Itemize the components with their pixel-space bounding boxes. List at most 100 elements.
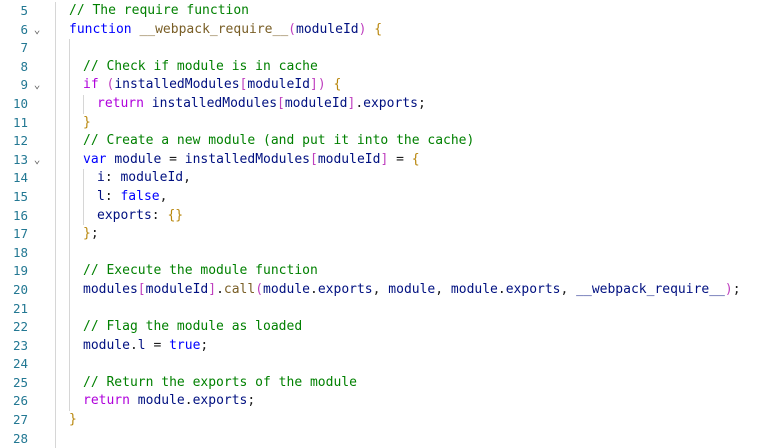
code-line[interactable]: 7 <box>0 39 768 58</box>
code-line-content[interactable]: exports: {} <box>46 206 768 226</box>
fold-chevron-icon[interactable]: ⌄ <box>33 152 41 166</box>
indent-guide <box>83 206 84 226</box>
indent-guide <box>83 187 84 207</box>
line-number[interactable]: 20 <box>12 281 28 297</box>
code-line-content[interactable]: } <box>46 113 768 133</box>
code-line-content[interactable]: function __webpack_require__(moduleId) { <box>46 20 768 40</box>
token-plain: . <box>310 281 318 297</box>
code-line[interactable]: 22 // Flag the module as loaded <box>0 318 768 337</box>
code-line-content[interactable]: return installedModules[moduleId].export… <box>46 94 768 114</box>
code-line[interactable]: 27} <box>0 411 768 430</box>
code-line[interactable]: 10 return installedModules[moduleId].expo… <box>0 94 768 114</box>
code-line-content[interactable]: // Flag the module as loaded <box>46 318 768 337</box>
line-number[interactable]: 21 <box>12 300 28 316</box>
line-number[interactable]: 17 <box>12 226 28 242</box>
line-number[interactable]: 18 <box>12 244 28 260</box>
code-line-content[interactable]: i: moduleId, <box>46 169 768 188</box>
code-line-content[interactable] <box>46 355 768 374</box>
line-number[interactable]: 23 <box>12 337 28 353</box>
code-line-content[interactable]: var module = installedModules[moduleId] … <box>46 150 768 170</box>
code-line-content[interactable]: // Create a new module (and put it into … <box>46 132 768 151</box>
code-line-content[interactable]: modules[moduleId].call(module.exports, m… <box>46 280 768 300</box>
line-number[interactable]: 27 <box>12 412 28 428</box>
token-plain: = <box>388 151 412 167</box>
token-variable: exports <box>97 207 152 223</box>
indent-guide <box>69 76 70 95</box>
token-variable: module <box>388 281 436 297</box>
code-line[interactable]: 19 // Execute the module function <box>0 262 768 281</box>
code-line-content[interactable]: return module.exports; <box>46 392 768 412</box>
line-number[interactable]: 19 <box>12 263 28 279</box>
code-line[interactable]: 26 return module.exports; <box>0 392 768 412</box>
code-line[interactable]: 14 i: moduleId, <box>0 169 768 188</box>
code-line-content[interactable] <box>46 429 768 448</box>
fold-chevron-icon[interactable]: ⌄ <box>33 22 41 36</box>
line-number[interactable]: 12 <box>12 133 28 149</box>
fold-gutter <box>28 207 46 226</box>
code-line[interactable]: 11} <box>0 113 768 133</box>
indent-guide <box>69 113 70 133</box>
indent-guide <box>55 280 56 300</box>
code-line[interactable]: 13 ⌄ var module = installedModules[moduleI… <box>0 150 768 170</box>
code-line[interactable]: 5 // The require function <box>0 2 768 21</box>
indent-guide <box>55 392 56 412</box>
indent-guide <box>69 280 70 300</box>
code-line-content[interactable]: } <box>46 411 768 430</box>
line-number[interactable]: 8 <box>20 58 28 74</box>
indent-guide <box>55 243 56 263</box>
fold-gutter <box>28 262 46 281</box>
code-line[interactable]: 25 // Return the exports of the module <box>0 373 768 393</box>
line-number[interactable]: 28 <box>12 430 28 446</box>
line-number[interactable]: 25 <box>12 374 28 390</box>
line-number[interactable]: 16 <box>12 207 28 223</box>
code-line-content[interactable]: // Execute the module function <box>46 262 768 281</box>
fold-chevron-icon[interactable]: ⌄ <box>33 78 41 92</box>
code-line-content[interactable]: if (installedModules[moduleId]) { <box>46 76 768 95</box>
line-number[interactable]: 9 <box>20 77 28 93</box>
line-number[interactable]: 24 <box>12 356 28 372</box>
code-line[interactable]: 8 // Check if module is in cache <box>0 57 768 77</box>
line-number[interactable]: 14 <box>12 170 28 186</box>
code-line-content[interactable]: l: false, <box>46 187 768 207</box>
token-variable: i <box>97 170 105 186</box>
indent-guide <box>69 94 70 114</box>
line-number[interactable]: 15 <box>12 188 28 204</box>
line-number[interactable]: 5 <box>20 3 28 18</box>
code-line[interactable]: 24 <box>0 355 768 374</box>
code-line-content[interactable]: }; <box>46 225 768 244</box>
indent-guide <box>55 373 56 393</box>
fold-gutter <box>28 114 46 133</box>
code-line-content[interactable] <box>46 243 768 263</box>
line-number[interactable]: 6 <box>20 21 28 37</box>
line-number[interactable]: 13 <box>12 151 28 167</box>
code-line-content[interactable]: // Check if module is in cache <box>46 57 768 77</box>
code-line[interactable]: 9 ⌄ if (installedModules[moduleId]) { <box>0 76 768 95</box>
code-line[interactable]: 6 ⌄ function __webpack_require__(moduleId)… <box>0 20 768 40</box>
code-line[interactable]: 15 l: false, <box>0 187 768 207</box>
token-variable: module <box>83 337 130 353</box>
code-line-content[interactable]: // Return the exports of the module <box>46 373 768 393</box>
code-line[interactable]: 18 <box>0 243 768 263</box>
token-bracket: [ <box>137 281 146 297</box>
code-line[interactable]: 28 <box>0 429 768 448</box>
code-line[interactable]: 21 <box>0 299 768 319</box>
code-line-content[interactable] <box>46 39 768 58</box>
line-number[interactable]: 26 <box>12 393 28 409</box>
code-line[interactable]: 12 // Create a new module (and put it int… <box>0 132 768 151</box>
indent-guide <box>69 206 70 226</box>
code-line[interactable]: 17}; <box>0 225 768 244</box>
code-line-content[interactable] <box>46 299 768 319</box>
code-line[interactable]: 23 module.l = true; <box>0 336 768 356</box>
line-number[interactable]: 11 <box>12 114 28 130</box>
code-line[interactable]: 16 exports: {} <box>0 206 768 226</box>
token-bracket: ] <box>347 95 356 111</box>
token-variable: module <box>114 151 162 167</box>
token-brace: } <box>69 412 77 428</box>
line-number[interactable]: 22 <box>12 319 28 335</box>
line-number[interactable]: 10 <box>12 95 28 111</box>
indent-guide <box>55 429 56 448</box>
line-number[interactable]: 7 <box>20 40 28 56</box>
code-line-content[interactable]: // The require function <box>46 2 768 21</box>
code-line-content[interactable]: module.l = true; <box>46 336 768 356</box>
